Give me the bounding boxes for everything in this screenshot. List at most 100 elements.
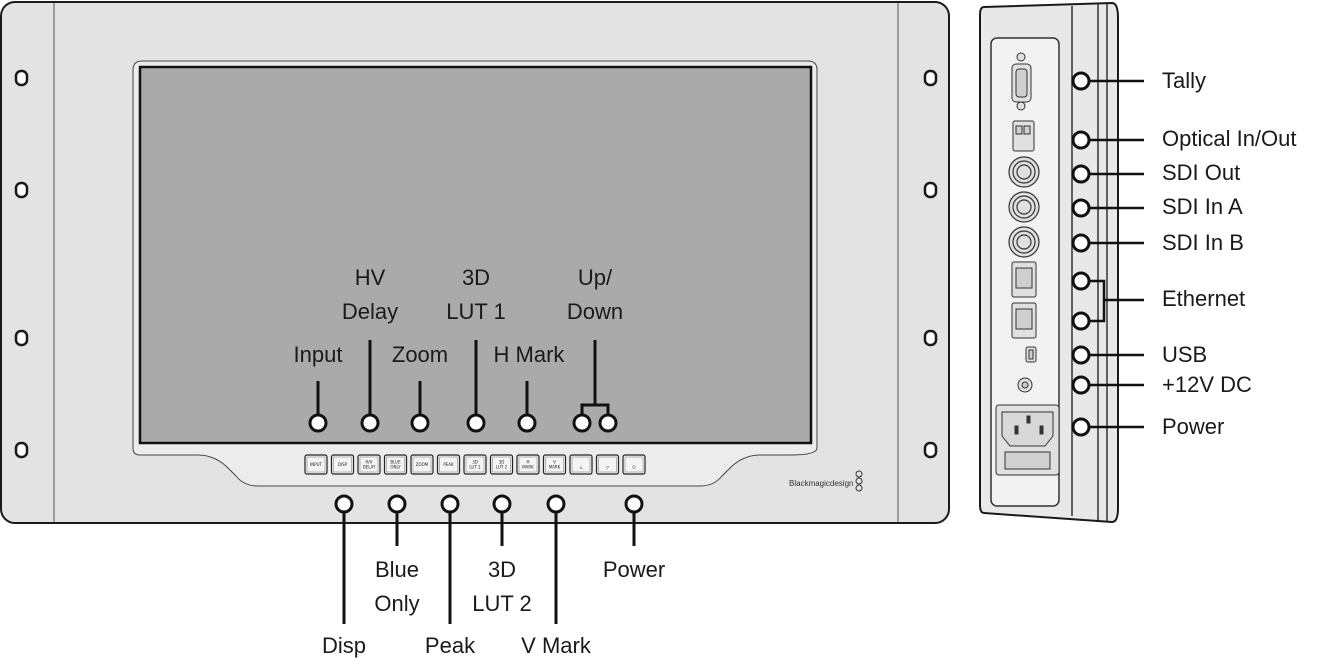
callout-marker-disp bbox=[334, 494, 354, 514]
panel-button-v-mark-label: V bbox=[553, 460, 556, 465]
panel-button-up[interactable]: △ bbox=[569, 454, 593, 475]
label-v-mark: V Mark bbox=[521, 633, 592, 658]
label-3d-lut-2-line1: 3D bbox=[488, 557, 516, 582]
label-power-side: Power bbox=[1162, 414, 1224, 439]
label-tally: Tally bbox=[1162, 68, 1206, 93]
callout-marker-v-mark bbox=[546, 494, 566, 514]
panel-button-h-mark-label: H bbox=[526, 460, 529, 465]
label-blue-only-line1: Blue bbox=[375, 557, 419, 582]
panel-button-blue-only-label: ONLY bbox=[390, 464, 401, 469]
brand-logo: Blackmagicdesign bbox=[789, 479, 853, 488]
sdi-in-a-connector-icon bbox=[1008, 191, 1040, 223]
label-up-down-line2: Down bbox=[567, 299, 623, 324]
callout-marker-input bbox=[308, 413, 328, 433]
label-up-down-line1: Up/ bbox=[578, 265, 613, 290]
label-blue-only-line2: Only bbox=[374, 591, 419, 616]
rack-hole bbox=[923, 181, 938, 199]
rack-hole bbox=[923, 441, 938, 459]
label-3d-lut-2-line2: LUT 2 bbox=[472, 591, 532, 616]
panel-button-h-mark-label: MARK bbox=[522, 464, 534, 469]
callout-marker-tally bbox=[1071, 71, 1091, 91]
callout-marker-blue-only bbox=[387, 494, 407, 514]
callout-marker-optical bbox=[1071, 130, 1091, 150]
label-sdi-out: SDI Out bbox=[1162, 160, 1240, 185]
label-usb: USB bbox=[1162, 342, 1207, 367]
front-callouts-above bbox=[308, 340, 618, 433]
callout-marker-up bbox=[572, 413, 592, 433]
panel-button-down[interactable]: ▽ bbox=[595, 454, 620, 475]
panel-button-input[interactable]: INPUT bbox=[304, 454, 328, 475]
label-power-front: Power bbox=[603, 557, 665, 582]
label-sdi-in-b: SDI In B bbox=[1162, 230, 1244, 255]
panel-button-up-label: △ bbox=[579, 465, 583, 470]
sdi-in-b-connector-icon bbox=[1008, 226, 1040, 258]
label-dc: +12V DC bbox=[1162, 372, 1252, 397]
sdi-out-connector-icon bbox=[1008, 156, 1040, 188]
callout-marker-ethernet-2 bbox=[1071, 311, 1091, 331]
panel-button-down-label: ▽ bbox=[606, 465, 610, 470]
panel-button-hv-delay-label: DELAY bbox=[363, 464, 376, 469]
label-hv-delay-line1: HV bbox=[355, 265, 386, 290]
callout-marker-power-side bbox=[1071, 417, 1091, 437]
label-input: Input bbox=[294, 342, 343, 367]
panel-button-3d-lut-1-label: 3D bbox=[472, 460, 478, 465]
usb-port-icon bbox=[1025, 346, 1037, 363]
label-peak: Peak bbox=[425, 633, 476, 658]
panel-button-3d-lut-2-label: LUT 2 bbox=[496, 464, 508, 469]
panel-button-blue-only-label: BLUE bbox=[390, 460, 401, 465]
callout-marker-dc bbox=[1071, 375, 1091, 395]
label-ethernet: Ethernet bbox=[1162, 286, 1245, 311]
label-3d-lut-1-line2: LUT 1 bbox=[446, 299, 506, 324]
callout-marker-h-mark bbox=[517, 413, 537, 433]
brand-mark-icon bbox=[855, 470, 863, 492]
panel-button-v-mark-label: MARK bbox=[549, 464, 561, 469]
panel-button-hv-delay-label: H/V bbox=[365, 460, 372, 465]
panel-button-disp[interactable]: DISP bbox=[330, 454, 355, 475]
panel-button-peak[interactable]: PEAK bbox=[436, 454, 461, 475]
panel-button-zoom-label: ZOOM bbox=[416, 462, 429, 467]
rack-hole bbox=[14, 441, 29, 459]
callout-marker-zoom bbox=[410, 413, 430, 433]
panel-button-input-label: INPUT bbox=[310, 462, 323, 467]
callout-marker-peak bbox=[440, 494, 460, 514]
panel-button-power-label: ⏻ bbox=[632, 465, 636, 470]
label-sdi-in-a: SDI In A bbox=[1162, 194, 1243, 219]
label-zoom: Zoom bbox=[392, 342, 448, 367]
front-callouts-below bbox=[334, 494, 644, 624]
rack-hole bbox=[14, 329, 29, 347]
panel-button-peak-label: PEAK bbox=[443, 462, 454, 467]
callout-marker-3d-lut-2 bbox=[492, 494, 512, 514]
panel-button-power[interactable]: ⏻ bbox=[622, 454, 646, 475]
panel-button-3d-lut-2-label: 3D bbox=[499, 460, 505, 465]
dc-jack-icon bbox=[1017, 377, 1033, 393]
rack-hole bbox=[923, 69, 938, 87]
rack-hole bbox=[14, 69, 29, 87]
side-callout-lines bbox=[1089, 79, 1144, 429]
label-3d-lut-1-line1: 3D bbox=[462, 265, 490, 290]
callout-marker-power bbox=[624, 494, 644, 514]
label-h-mark: H Mark bbox=[494, 342, 566, 367]
label-hv-delay-line2: Delay bbox=[342, 299, 398, 324]
callout-marker-sdi-in-b bbox=[1071, 233, 1091, 253]
rack-mount-holes bbox=[14, 69, 938, 459]
rack-hole bbox=[923, 329, 938, 347]
callout-marker-sdi-in-a bbox=[1071, 198, 1091, 218]
side-view: Tally Optical In/Out SDI Out SDI In A SD… bbox=[979, 1, 1297, 524]
power-inlet-icon bbox=[995, 404, 1060, 476]
callout-marker-hv-delay bbox=[360, 413, 380, 433]
panel-button-zoom[interactable]: ZOOM bbox=[410, 454, 434, 475]
callout-marker-usb bbox=[1071, 345, 1091, 365]
side-callout-markers bbox=[1071, 71, 1091, 437]
ethernet-port-icon bbox=[1011, 261, 1037, 339]
label-disp: Disp bbox=[322, 633, 366, 658]
panel-button-disp-label: DISP bbox=[338, 462, 348, 467]
